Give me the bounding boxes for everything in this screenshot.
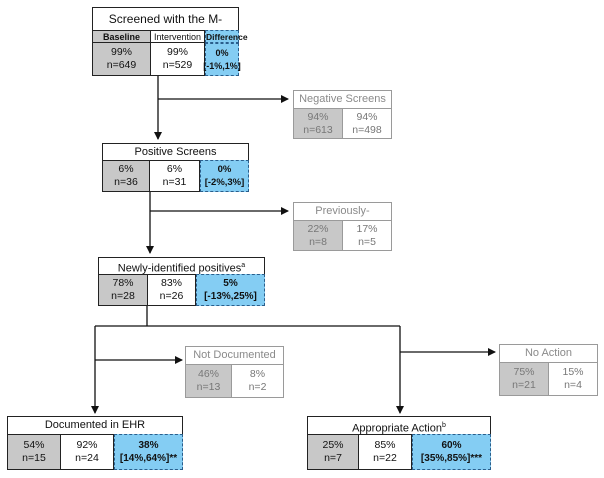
notdoc-cells: 46% n=13 8% n=2 [185, 364, 284, 398]
difference-pct: 0% [217, 164, 232, 175]
intervention-cell: 99% n=529 [151, 43, 205, 76]
previous-cells: 22% n=8 17% n=5 [293, 220, 392, 251]
difference-cell: 38% [14%,64%]** [114, 434, 183, 470]
screened-headers: Baseline Intervention Difference [92, 30, 248, 43]
baseline-n: n=28 [111, 290, 135, 302]
difference-pct: 38% [138, 440, 159, 451]
intervention-pct: 15% [562, 366, 584, 378]
screened-title: Screened with the M-CHAT-R [92, 7, 239, 48]
intervention-n: n=529 [162, 59, 193, 71]
baseline-cell: 46% n=13 [185, 364, 232, 398]
baseline-pct: 6% [118, 163, 134, 175]
header-intervention: Intervention [151, 30, 205, 43]
intervention-cell: 17% n=5 [343, 220, 392, 251]
baseline-n: n=7 [324, 452, 342, 464]
baseline-pct: 25% [322, 439, 344, 451]
baseline-n: n=13 [196, 381, 221, 393]
intervention-pct: 8% [249, 368, 266, 380]
intervention-pct: 85% [374, 439, 396, 451]
newly-title: Newly-identified positives [117, 262, 242, 275]
newly-cells: 78% n=28 83% n=26 5% [-13%,25%] [98, 274, 265, 306]
appropriate-title: Appropriate Action [352, 422, 442, 435]
baseline-pct: 75% [513, 366, 535, 378]
intervention-cell: 94% n=498 [343, 108, 392, 139]
intervention-n: n=31 [162, 176, 187, 188]
newly-sup: a [241, 262, 246, 269]
baseline-cell: 75% n=21 [499, 362, 549, 396]
intervention-n: n=498 [352, 123, 382, 136]
baseline-n: n=649 [106, 59, 137, 71]
difference-ci: [14%,64%]** [119, 453, 178, 464]
intervention-cell: 15% n=4 [549, 362, 598, 396]
baseline-n: n=36 [114, 176, 138, 188]
baseline-cell: 99% n=649 [92, 43, 151, 76]
previous-title: Previously-identified [293, 202, 392, 234]
difference-ci: [-13%,25%] [204, 291, 257, 302]
intervention-pct: 6% [166, 163, 183, 175]
baseline-cell: 6% n=36 [102, 160, 150, 192]
newly-title-box: Newly-identified positivesa [98, 257, 265, 275]
header-baseline: Baseline [92, 30, 151, 43]
intervention-cell: 6% n=31 [150, 160, 200, 192]
appropriate-sup: b [441, 422, 446, 429]
baseline-pct: 22% [307, 222, 329, 235]
negative-title: Negative Screens [293, 90, 392, 109]
difference-pct: 0% [215, 47, 229, 58]
baseline-pct: 99% [110, 46, 132, 58]
intervention-n: n=24 [75, 452, 99, 464]
screened-cells: 99% n=649 99% n=529 0% [-1%,1%] [92, 43, 241, 76]
baseline-cell: 78% n=28 [98, 274, 148, 306]
intervention-pct: 92% [76, 439, 98, 451]
negative-cells: 94% n=613 94% n=498 [293, 108, 392, 139]
intervention-n: n=2 [248, 381, 267, 393]
baseline-n: n=15 [22, 452, 46, 464]
difference-ci: [35%,85%]*** [420, 453, 483, 464]
intervention-pct: 94% [356, 110, 378, 123]
baseline-cell: 54% n=15 [7, 434, 61, 470]
documented-title: Documented in EHR [7, 416, 183, 435]
difference-pct: 60% [441, 440, 462, 451]
noaction-cells: 75% n=21 15% n=4 [499, 362, 598, 396]
positive-cells: 6% n=36 6% n=31 0% [-2%,3%] [102, 160, 249, 192]
intervention-cell: 83% n=26 [148, 274, 196, 306]
intervention-n: n=22 [373, 452, 397, 464]
baseline-cell: 94% n=613 [293, 108, 343, 139]
baseline-cell: 22% n=8 [293, 220, 343, 251]
intervention-cell: 8% n=2 [232, 364, 284, 398]
difference-cell: 0% [-1%,1%] [203, 43, 241, 76]
positive-title: Positive Screens [102, 143, 249, 161]
baseline-pct: 78% [112, 277, 134, 289]
intervention-n: n=26 [159, 290, 184, 302]
intervention-n: n=5 [358, 235, 376, 248]
difference-ci: [-1%,1%] [203, 60, 241, 71]
intervention-cell: 85% n=22 [359, 434, 412, 470]
baseline-pct: 46% [197, 368, 219, 380]
difference-cell: 5% [-13%,25%] [196, 274, 265, 306]
intervention-n: n=4 [564, 379, 582, 391]
difference-ci: [-2%,3%] [204, 177, 245, 188]
intervention-pct: 83% [160, 277, 182, 289]
intervention-pct: 17% [356, 222, 378, 235]
appropriate-cells: 25% n=7 85% n=22 60% [35%,85%]*** [307, 434, 491, 470]
baseline-pct: 94% [307, 110, 329, 123]
appropriate-title-box: Appropriate Actionb [307, 416, 491, 435]
difference-cell: 60% [35%,85%]*** [412, 434, 491, 470]
baseline-n: n=21 [512, 379, 536, 391]
intervention-pct: 99% [166, 46, 188, 58]
noaction-title: No Action [499, 344, 598, 363]
baseline-pct: 54% [23, 439, 45, 451]
baseline-n: n=613 [303, 123, 333, 136]
notdoc-title: Not Documented [185, 346, 284, 365]
baseline-n: n=8 [309, 235, 327, 248]
intervention-cell: 92% n=24 [61, 434, 114, 470]
difference-pct: 5% [223, 278, 238, 289]
difference-cell: 0% [-2%,3%] [200, 160, 249, 192]
documented-cells: 54% n=15 92% n=24 38% [14%,64%]** [7, 434, 183, 470]
header-difference: Difference [205, 30, 248, 43]
baseline-cell: 25% n=7 [307, 434, 359, 470]
